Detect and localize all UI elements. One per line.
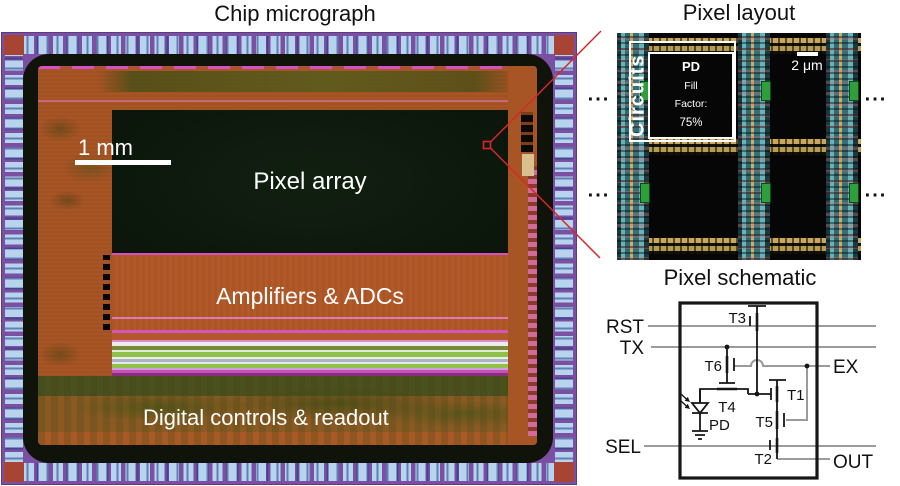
pixel-schematic-drawing — [678, 301, 819, 480]
transistor-t5 — [776, 413, 785, 438]
die-top-line — [38, 66, 537, 69]
tx-label: TX — [620, 338, 645, 359]
junction-dot — [724, 344, 730, 350]
photodiode-symbol — [690, 389, 710, 431]
rst-label: RST — [606, 317, 644, 338]
schematic-signal-labels: RST TX SEL EX OUT — [605, 317, 873, 473]
junction-dot — [804, 363, 810, 369]
chip-corner-block — [4, 462, 24, 482]
die-pink-line — [112, 317, 508, 319]
fill-factor-line2: Factor: — [674, 98, 708, 111]
bond-pad-row-top — [24, 36, 554, 54]
layout-circuit-strip — [617, 33, 649, 260]
schematic-signal-wires — [644, 325, 876, 460]
layout-contact — [849, 183, 859, 203]
pixel-array-region: Pixel array — [112, 110, 508, 253]
chip-scale-bar — [75, 160, 171, 165]
chip-scale-label: 1 mm — [78, 135, 133, 160]
die-texture — [38, 90, 112, 220]
t5-gate-wire — [786, 366, 808, 421]
digital-controls-label: Digital controls & readout — [143, 404, 389, 430]
junction-dot — [754, 391, 760, 397]
die-right-block — [522, 154, 534, 176]
amplifiers-label: Amplifiers & ADCs — [216, 283, 404, 309]
layout-contact — [849, 81, 859, 101]
ellipsis-right-bottom: ... — [864, 179, 888, 202]
layout-contact — [761, 183, 771, 203]
ex-label: EX — [833, 357, 859, 378]
fill-factor-line1: Fill — [684, 79, 698, 92]
die-right-dashes — [528, 166, 537, 436]
chip-micrograph-title: Chip micrograph — [214, 1, 376, 26]
circuits-label: Circuits — [626, 54, 649, 137]
ellipsis-left-top: ... — [587, 83, 611, 106]
sel-label: SEL — [605, 437, 641, 458]
bond-pad-row-bottom — [24, 463, 554, 481]
light-arrows — [680, 393, 689, 408]
chip-corner-block — [554, 462, 574, 482]
digital-controls-region: Digital controls & readout — [38, 376, 537, 445]
die-pink-line — [38, 100, 537, 102]
die-right-column — [508, 66, 537, 445]
pixel-outline-box — [629, 41, 736, 142]
bond-pad-column-left — [5, 55, 23, 462]
t1-label: T1 — [787, 387, 805, 404]
schematic-device-labels: T3 T6 T4 T1 T5 T2 PD — [704, 310, 804, 468]
chip-die-area: Pixel array Amplifiers & ADCs Digital co… — [38, 66, 537, 445]
transistor-t3 — [748, 305, 766, 326]
t3-label: T3 — [728, 310, 746, 327]
chip-corner-block — [554, 35, 574, 55]
pixel-cell-box — [678, 301, 819, 480]
t4-label: T4 — [718, 399, 736, 416]
pixel-layout-title: Pixel layout — [682, 0, 796, 25]
pixel-layout-photo: Circuits PD Fill Factor: 75% 2 μm — [617, 33, 861, 260]
ground-symbol — [692, 430, 708, 440]
amplifiers-adc-region: Amplifiers & ADCs — [112, 253, 508, 332]
die-right-blocks — [521, 112, 533, 152]
pixel-schematic-title: Pixel schematic — [663, 265, 817, 290]
layout-contact — [761, 81, 771, 101]
t2-label: T2 — [754, 451, 772, 468]
light-arrowhead — [684, 403, 690, 409]
ellipsis-left-bottom: ... — [587, 179, 611, 202]
transistor-t6 — [726, 347, 735, 383]
analog-stripe-region — [112, 330, 508, 376]
pd-schematic-label: PD — [709, 417, 730, 434]
t6-label: T6 — [704, 358, 722, 375]
die-dash-column — [103, 255, 110, 330]
chip-corner-block — [4, 35, 24, 55]
out-label: OUT — [833, 452, 874, 473]
fill-factor-value: 75% — [679, 117, 703, 130]
layout-scale-label: 2 μm — [791, 57, 823, 73]
layout-contact — [640, 183, 650, 203]
bond-pad-column-right — [555, 55, 573, 462]
ellipsis-right-top: ... — [864, 83, 888, 106]
transistor-t1 — [769, 379, 786, 411]
transistor-t2 — [769, 440, 778, 459]
layout-circuit-strip — [826, 33, 858, 260]
light-arrowhead — [684, 396, 690, 402]
schematic-junctions — [684, 344, 810, 409]
layout-scale-bar — [797, 52, 818, 56]
transistor-t4 — [699, 382, 749, 403]
photodiode-outline-box: PD Fill Factor: 75% — [648, 52, 734, 139]
ex-wire — [734, 359, 830, 367]
pd-label: PD — [681, 59, 701, 75]
t5-label: T5 — [755, 414, 773, 431]
die-top-band — [98, 71, 518, 92]
layout-circuit-strip — [738, 33, 770, 260]
chip-micrograph-photo: Pixel array Amplifiers & ADCs Digital co… — [1, 32, 577, 485]
pixel-array-label: Pixel array — [253, 167, 367, 195]
